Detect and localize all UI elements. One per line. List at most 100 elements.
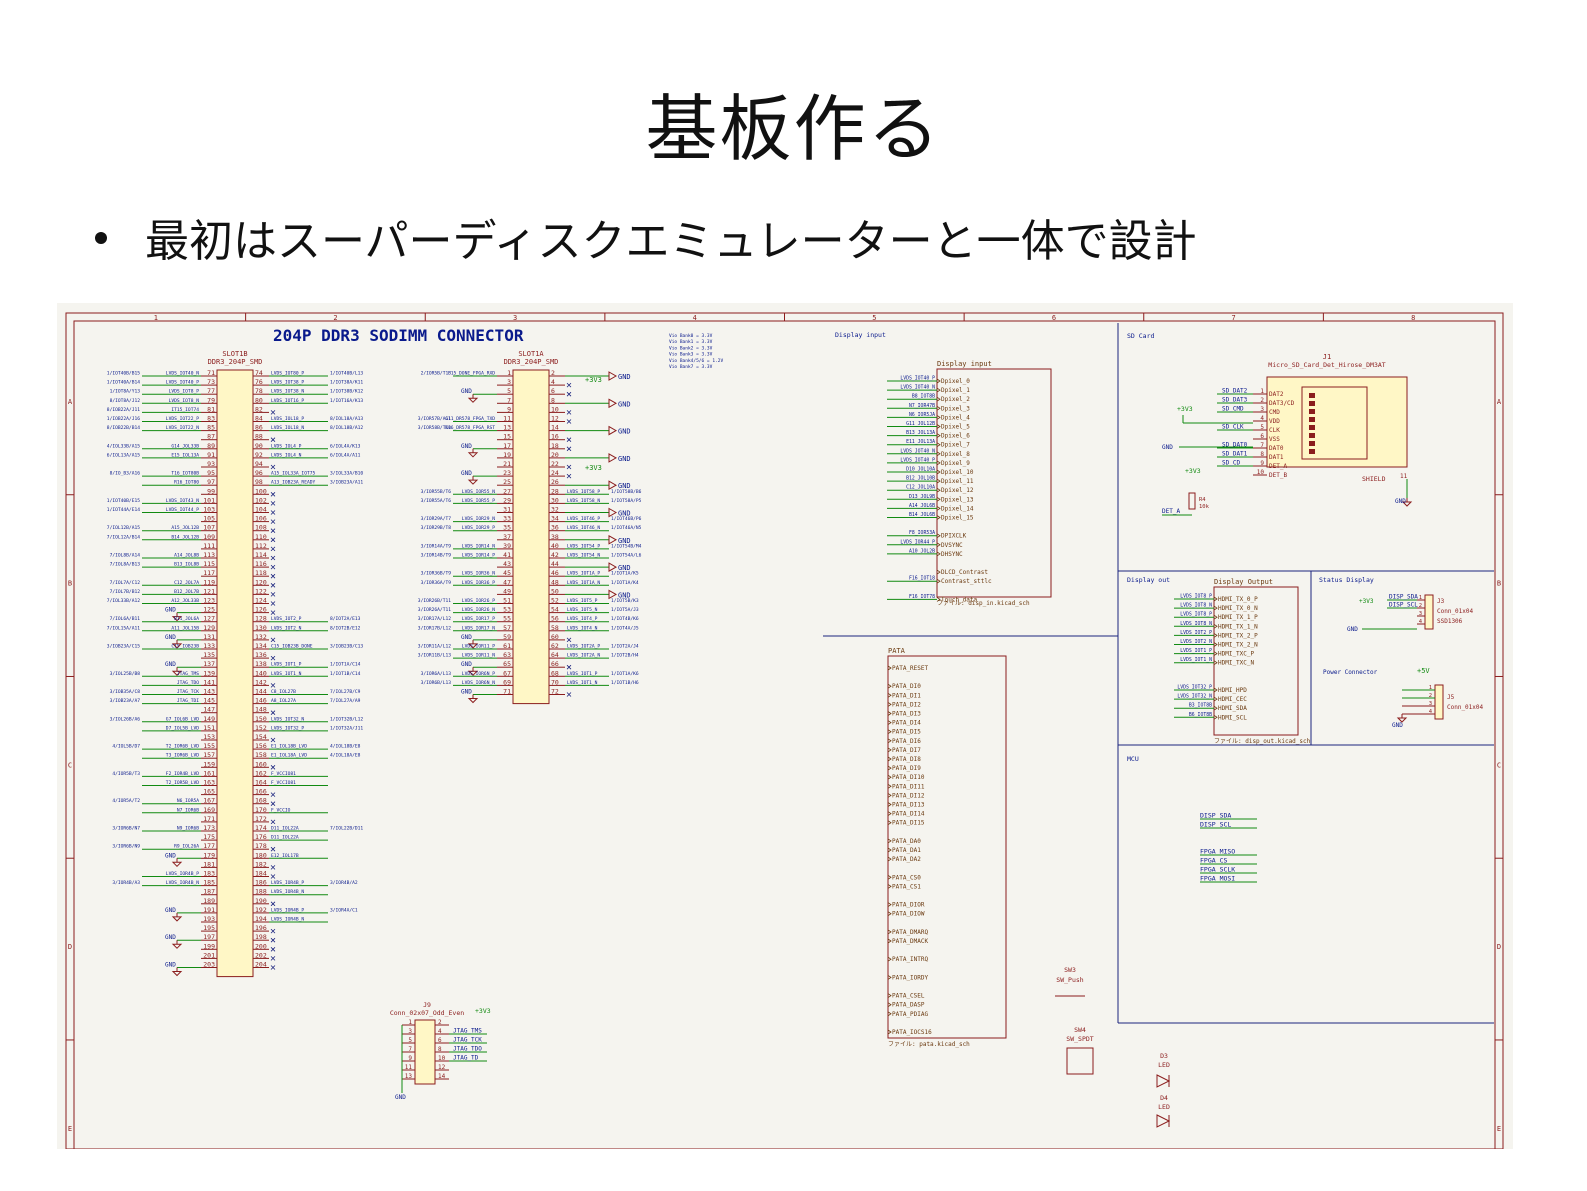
pin-number: 25: [503, 478, 511, 486]
sheet-pin: [936, 542, 941, 548]
net-label: T2_IOR6B_LVD: [166, 744, 199, 750]
net-label: LVDS_IOT2_N: [1180, 639, 1212, 645]
pin-number: 8: [438, 1046, 442, 1053]
net-label: LVDS_IOT5_P: [567, 598, 598, 604]
sheet-pin-label: HDMI_TX_1_P: [1218, 614, 1258, 621]
pin-number: 130: [255, 624, 267, 632]
net-label: LVDS_IOR11_P: [462, 644, 495, 650]
no-connect-mark: [566, 637, 572, 643]
net-address: 1/IOT16A/K13: [330, 398, 363, 404]
net-label: N6_IOR5JA: [909, 412, 935, 418]
net-label: LVDS_IOT40_P: [900, 457, 935, 463]
sheet-pin-label: HDMI_SCL: [1218, 714, 1247, 721]
pin-number: 148: [255, 706, 267, 714]
row-letter: B: [1497, 580, 1501, 588]
pin-number: 65: [503, 660, 511, 668]
pin-number: 117: [203, 569, 215, 577]
net-address: 3/IOR26B/T11: [418, 598, 451, 604]
net-label: C15_IOB23B_DONE: [271, 644, 313, 650]
pin-number: 5: [1260, 424, 1264, 431]
net-label: LVDS_IOL18_N: [271, 425, 304, 431]
net-label: FPGA_CS: [1200, 857, 1227, 865]
net-address: 7/IOL8B/A14: [110, 553, 141, 559]
pin-number: 140: [255, 669, 267, 677]
net-address: 1/IOT58A/P5: [611, 498, 642, 504]
pin-number: 171: [203, 815, 215, 823]
note-line: Vio Bank2 = 3.3V: [669, 345, 713, 351]
net-address: 3/IOB23A/A7: [110, 698, 141, 704]
sheet-pin-label: HDMI_SDA: [1218, 705, 1247, 712]
sheet-pin-label: HDMI_TX_0_P: [1218, 596, 1258, 603]
no-connect-mark: [270, 956, 276, 961]
pin-number: 8: [1260, 451, 1264, 458]
pin-number: 10: [1257, 469, 1265, 476]
net-label: F16_IOT18: [909, 576, 935, 582]
gnd-label: GND: [395, 1094, 406, 1101]
net-label: T3_IOR6B_LVD: [166, 753, 199, 759]
pin-number: 11: [503, 415, 511, 423]
pin-number: 76: [255, 378, 263, 386]
sheet-pin: [936, 487, 941, 493]
pin-number: 84: [255, 415, 263, 423]
sheet-pin: [887, 820, 892, 826]
pin-number: 164: [255, 779, 267, 787]
sheet-pin-label: PATA_DMARQ: [892, 929, 929, 936]
net-address: 4/IOL5B/D7: [112, 744, 140, 750]
net-address: 1/IOT32A/J11: [330, 725, 363, 731]
net-address: 1/IOT40B/L13: [330, 371, 363, 377]
net-label: JTAG_TDO: [177, 680, 199, 686]
power-label: +3V3: [1185, 467, 1201, 475]
no-connect-mark: [270, 792, 276, 797]
sheet-pin-label: PATA_DMACK: [892, 938, 929, 945]
sheet-pin-label: PATA_DI4: [892, 720, 921, 727]
no-connect-mark: [270, 965, 276, 970]
pin-number: 104: [255, 506, 267, 514]
section-title: SD Card: [1127, 332, 1154, 340]
part-ref: J9: [423, 1001, 431, 1009]
net-label: R9_IOL26A: [174, 844, 199, 850]
gnd-label: GND: [1395, 498, 1406, 505]
pin-number: 3: [507, 378, 511, 386]
gnd-label: GND: [618, 482, 631, 490]
net-label: LVDS_IOR29_P: [462, 525, 495, 531]
net-label: LVDS_IOR44_P: [900, 539, 935, 545]
part-value: 10k: [1199, 504, 1210, 510]
part-value: Conn_01x04: [1437, 608, 1474, 615]
gnd-arrow-symbol: [608, 398, 618, 409]
sheet-pin: [887, 783, 892, 789]
net-label: D10_JOL10A: [906, 467, 935, 473]
pin-number: 59: [503, 633, 511, 641]
net-label: D11_IOL22A: [271, 826, 299, 832]
net-label: LVDS_IOT32_N: [271, 716, 304, 722]
sheet-pin-label: PATA_DI2: [892, 701, 921, 708]
no-connect-mark: [270, 683, 276, 688]
gnd-symbol: [171, 643, 183, 649]
pin-number: 20: [551, 451, 559, 459]
no-connect-mark: [270, 637, 276, 643]
net-address: 4/IOR5A/T2: [112, 798, 140, 804]
pin-number: 40: [551, 542, 559, 550]
gnd-symbol: [171, 861, 183, 868]
net-label: G11_DR578_FPGA_TXD: [445, 416, 495, 422]
net-address: 7/IOL15A/A11: [107, 625, 140, 631]
sheet-pin-label: PATA_DI7: [892, 747, 921, 754]
pin-number: 118: [255, 569, 267, 577]
pin-name: CMD: [1269, 409, 1280, 416]
net-address: 6/IOL13A/A15: [107, 452, 140, 458]
pin-number: 6: [438, 1037, 442, 1044]
sheet-pin: [936, 433, 941, 438]
pin-number: 22: [551, 460, 559, 468]
pin-number: 1: [1429, 685, 1432, 691]
net-label: R16_IOT80: [174, 480, 199, 486]
sheet-pin: [1213, 696, 1218, 702]
sheet-pin-label: PATA_DA0: [892, 838, 921, 845]
net-address: 3/IOR4B/A2: [330, 880, 358, 886]
sheet-pin-label: Touch_data: [941, 596, 978, 603]
pin-number: 173: [203, 824, 215, 832]
sheet-pin: [887, 765, 892, 771]
slot-value: DDR3_204P_SMD: [208, 358, 263, 366]
sheet-pin: [887, 902, 892, 907]
sheet-pin-label: Dpixel_2: [941, 396, 970, 403]
no-connect-mark: [270, 865, 276, 870]
pin-number: 34: [551, 515, 559, 523]
